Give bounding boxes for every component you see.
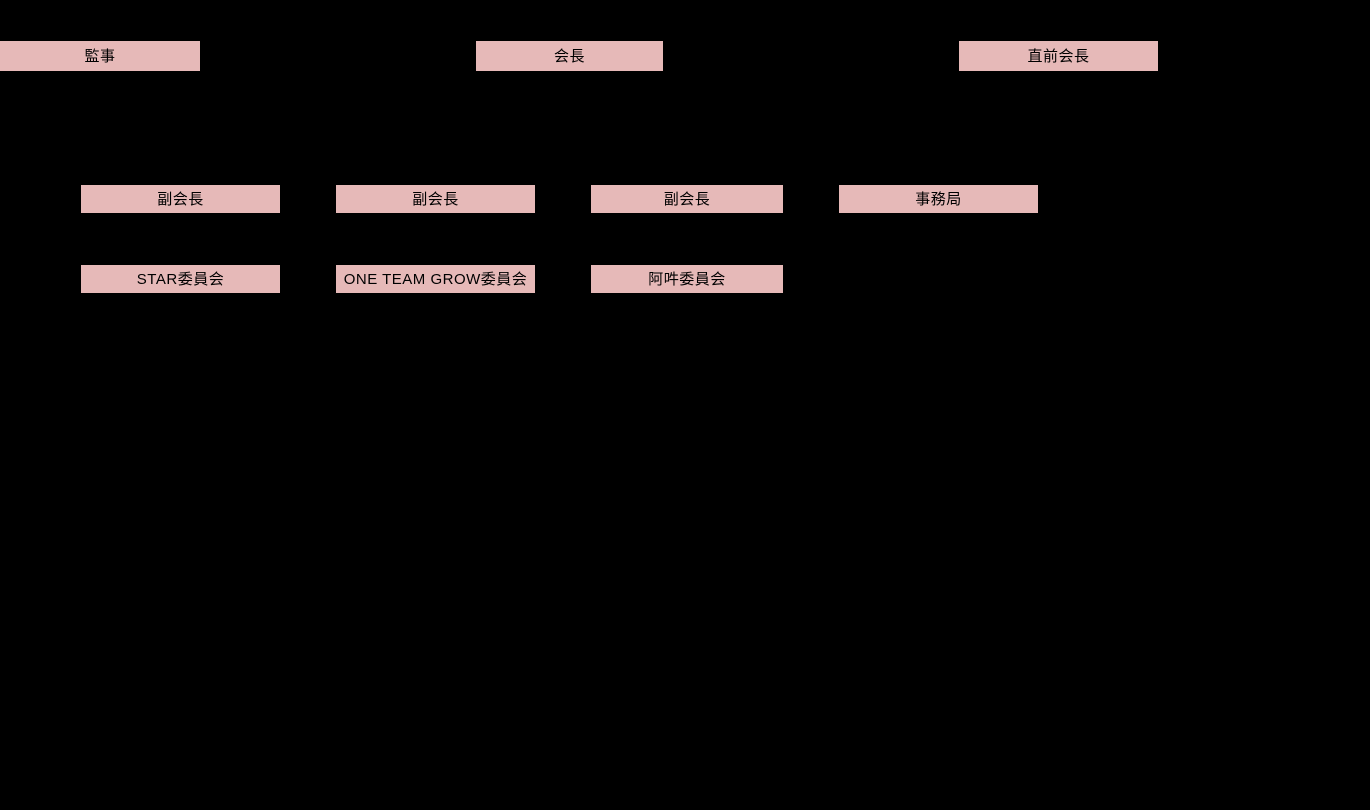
org-node-aun-committee: 阿吽委員会	[591, 265, 783, 293]
org-node-president: 会長	[476, 41, 663, 71]
org-node-immediate-past-president: 直前会長	[959, 41, 1158, 71]
org-node-auditor: 監事	[0, 41, 200, 71]
org-node-one-team-grow-committee: ONE TEAM GROW委員会	[336, 265, 535, 293]
org-node-vice-president-1: 副会長	[81, 185, 280, 213]
org-node-secretariat: 事務局	[839, 185, 1038, 213]
org-node-vice-president-3: 副会長	[591, 185, 783, 213]
org-node-vice-president-2: 副会長	[336, 185, 535, 213]
org-node-star-committee: STAR委員会	[81, 265, 280, 293]
